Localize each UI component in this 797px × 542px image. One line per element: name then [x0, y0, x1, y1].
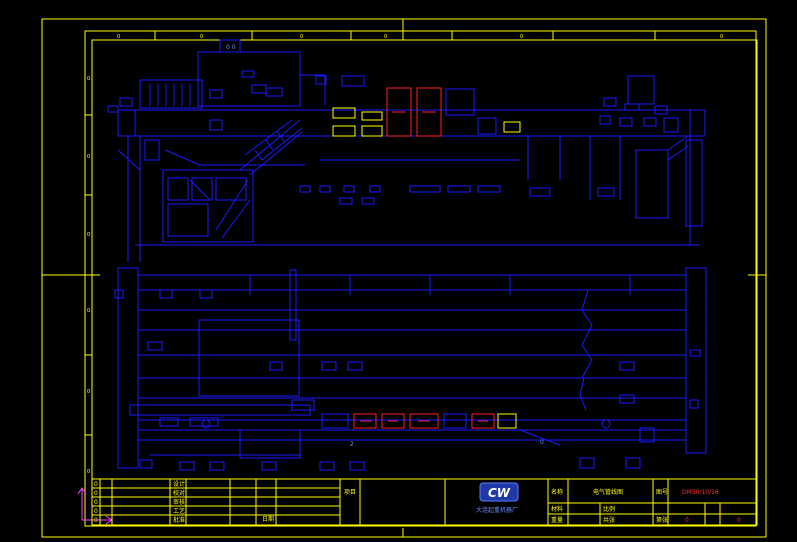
sign-row-label: 批准 [173, 516, 185, 524]
drawing-name: 电气管线图 [593, 488, 623, 496]
resistor-box [332, 125, 356, 137]
company-name: 大连起重机器厂 [476, 506, 518, 514]
resistor-box [409, 413, 439, 429]
drawing-no: DM50/10/16 [682, 489, 719, 496]
zone-number-left: 0 [87, 76, 90, 82]
resistor-box [471, 413, 495, 429]
electrical-cabinet [416, 87, 442, 137]
zone-number-top: 0 [117, 34, 120, 40]
date-label: 日期 [262, 515, 274, 523]
title-block [91, 478, 758, 526]
frame-zone-numbers: 0 0 0 0 0 0 0 0 0 0 0 0 [87, 34, 723, 475]
mark-value: 0 [94, 508, 98, 515]
zone-number-left: 0 [87, 232, 90, 238]
dimension-label: 0 0 [226, 44, 236, 51]
resistor-box [497, 413, 517, 429]
scale-label: 比例 [603, 505, 615, 513]
sign-row-label: 设计 [173, 480, 185, 488]
sign-row-label: 工艺 [173, 507, 185, 515]
plan-highlights [321, 413, 517, 429]
sign-row-label: 校对 [173, 489, 185, 497]
material-label: 材料 [551, 505, 563, 513]
zone-number-top: 0 [200, 34, 203, 40]
mark-value: 0 [94, 499, 98, 506]
zone-number-top: 0 [384, 34, 387, 40]
weight-label: 重量 [551, 516, 563, 524]
mark-value: 0 [94, 481, 98, 488]
logo-mark: CW [488, 486, 511, 500]
elevation-highlights [332, 87, 521, 137]
sheet-index: 0 [737, 517, 741, 524]
zone-number-left: 0 [87, 308, 90, 314]
zone-number-top: 0 [520, 34, 523, 40]
resistor-box [361, 125, 383, 137]
resistor-box [353, 413, 377, 429]
company-logo: CW 大连起重机器厂 [476, 482, 519, 514]
resistor-box [361, 111, 383, 121]
zone-number-left: 0 [87, 469, 90, 475]
sheet-total-label: 共张 [603, 516, 615, 524]
mark-value: 0 [94, 517, 98, 524]
title-block-text: 设计 校对 审核 工艺 批准 0 0 0 0 0 日期 项目 名称 电气管线图 … [94, 480, 741, 524]
zone-number-left: 0 [87, 154, 90, 160]
sheet-count: 0 [685, 517, 689, 524]
zone-number-left: 0 [87, 389, 90, 395]
drawing-no-label: 图号 [656, 489, 668, 496]
sign-row-label: 审核 [173, 498, 185, 506]
drawing-name-label: 名称 [551, 488, 563, 496]
electrical-cabinet [386, 87, 412, 137]
project-label: 项目 [344, 489, 356, 496]
sheet-label: 第张 [656, 516, 668, 524]
dimension-label: 0 [540, 439, 544, 446]
zone-number-top: 0 [300, 34, 303, 40]
resistor-box [503, 121, 521, 133]
mark-value: 0 [94, 490, 98, 497]
plan-view [114, 267, 707, 471]
dimension-label: 2 [350, 441, 354, 448]
resistor-box [381, 413, 405, 429]
elevation-view [107, 39, 706, 262]
resistor-box [332, 107, 356, 119]
zone-number-top: 0 [720, 34, 723, 40]
